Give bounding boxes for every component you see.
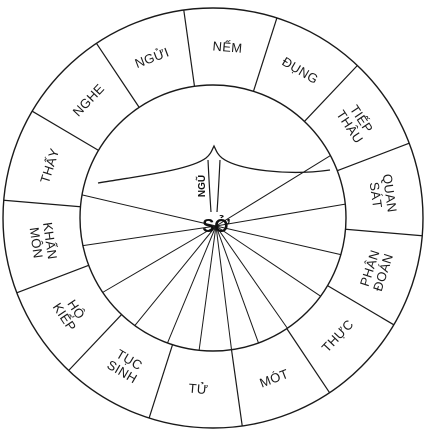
segment-divider	[17, 265, 89, 292]
inner-spokes	[82, 156, 345, 351]
inner-spoke	[199, 226, 216, 350]
inner-spoke	[168, 226, 216, 343]
inner-spoke	[83, 226, 216, 246]
inner-spoke	[135, 226, 216, 326]
segment-divider	[337, 143, 409, 170]
inner-spoke	[103, 226, 216, 292]
segment-divider	[4, 200, 81, 207]
inner-spoke	[216, 226, 258, 343]
segment-8: TỬ	[188, 381, 209, 398]
inner-spoke	[216, 226, 341, 255]
segment-14: NGỬI	[133, 44, 171, 71]
segment-label: NGỬI	[133, 44, 171, 71]
center-stem	[98, 146, 330, 212]
segment-label: NGHE	[70, 81, 108, 119]
inner-spoke	[216, 226, 321, 296]
segment-divider	[184, 10, 195, 86]
segment-6: THỰC	[319, 317, 357, 356]
stem-body	[208, 160, 220, 212]
segment-divider	[346, 229, 423, 236]
segment-divider	[32, 111, 98, 150]
segment-divider	[149, 345, 172, 418]
segment-label: MÔN	[27, 226, 46, 259]
segment-12: THẤY	[37, 146, 62, 185]
segment-divider	[253, 18, 276, 91]
segment-13: NGHE	[70, 81, 108, 119]
inner-spoke	[216, 204, 345, 226]
segment-divider	[96, 43, 139, 107]
segment-1: NẾM	[212, 38, 243, 55]
segment-divider	[287, 329, 330, 393]
segment-label: NẾM	[212, 38, 243, 55]
segment-divider	[232, 350, 243, 426]
segment-label: TỬ	[188, 381, 209, 398]
segment-label: THỰC	[319, 317, 357, 356]
segment-label: ĐỤNG	[279, 54, 321, 87]
segment-label: THẤY	[37, 146, 62, 185]
segment-7: MÓT	[257, 366, 290, 391]
center-label: SỞ	[202, 215, 230, 236]
center-stem-label: NGŨ	[195, 175, 208, 197]
segment-label: SÁT	[367, 181, 385, 209]
inner-spoke	[82, 195, 216, 226]
segment-label: MÓT	[257, 366, 290, 391]
segment-2: ĐỤNG	[279, 54, 321, 87]
inner-spoke	[216, 156, 330, 226]
